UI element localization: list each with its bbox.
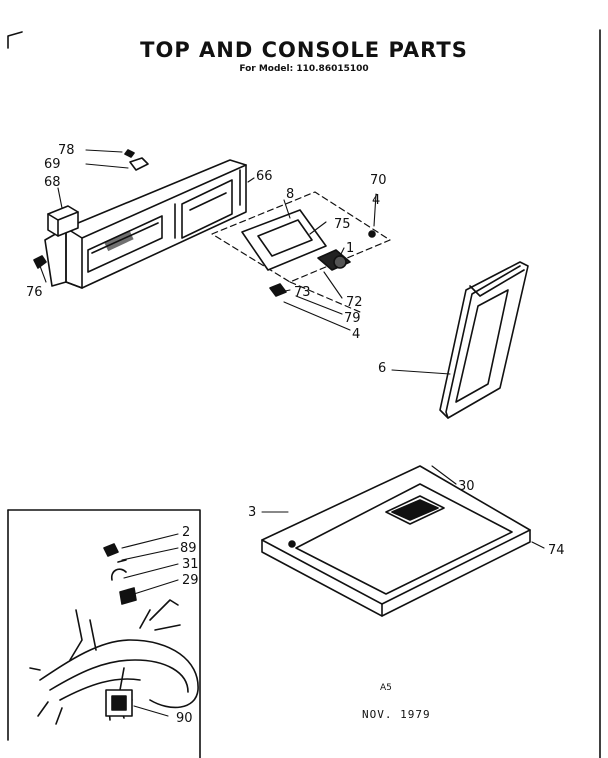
part-label: 70 <box>370 173 387 188</box>
part-label: 2 <box>182 525 190 540</box>
model-subtitle: For Model: 110.86015100 <box>239 64 369 74</box>
part-label: 76 <box>26 285 43 300</box>
part-label: 68 <box>44 175 61 190</box>
console-small-parts <box>33 149 149 269</box>
part-label: 66 <box>256 169 273 184</box>
part-label: 6 <box>378 361 386 376</box>
part-label: 4 <box>372 193 380 208</box>
page-date: NOV. 1979 <box>362 708 431 721</box>
page-code: A5 <box>380 683 392 693</box>
part-label: 90 <box>176 711 193 726</box>
diagram-title: TOP AND CONSOLE PARTS <box>140 38 468 62</box>
wire-harness <box>29 543 199 725</box>
part-label: 89 <box>180 541 197 556</box>
part-label: 74 <box>548 543 565 558</box>
control-board <box>241 209 376 297</box>
control-assembly-box <box>211 191 391 313</box>
part-label: 31 <box>182 557 199 572</box>
part-label: 69 <box>44 157 61 172</box>
part-label: 30 <box>458 479 475 494</box>
dryer-top-panel <box>261 465 531 617</box>
dryer-door <box>439 261 529 419</box>
page-frame <box>7 29 601 758</box>
part-label: 29 <box>182 573 199 588</box>
console-panel <box>44 159 247 289</box>
part-label: 3 <box>248 505 256 520</box>
part-label: 73 <box>294 285 311 300</box>
part-label: 72 <box>346 295 363 310</box>
part-label: 78 <box>58 143 75 158</box>
part-label: 1 <box>346 241 354 256</box>
part-label: 4 <box>352 327 360 342</box>
part-label: 8 <box>286 187 294 202</box>
part-number-labels: 78 69 68 76 66 8 70 4 75 1 72 73 79 4 6 … <box>26 143 565 726</box>
part-label: 75 <box>334 217 351 232</box>
leader-lines <box>39 149 545 717</box>
part-label: 79 <box>344 311 361 326</box>
